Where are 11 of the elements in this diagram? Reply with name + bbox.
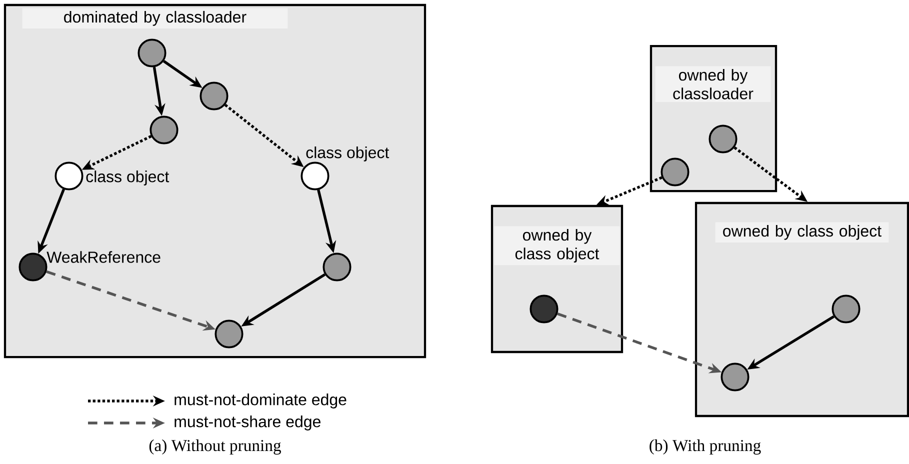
figure-caption: (b) With pruning <box>650 439 761 455</box>
legend-text: must-not-share edge <box>174 416 320 430</box>
node-label: class object <box>86 170 170 186</box>
node-label: WeakReference <box>46 251 160 263</box>
node-label: class object <box>306 146 390 162</box>
box-heading: owned by classloader <box>655 66 771 102</box>
box-heading: dominated by classloader <box>22 8 288 29</box>
figure-caption: (a) Without pruning <box>149 439 281 455</box>
box-heading: owned by class object <box>715 222 889 243</box>
box-heading: owned by class object <box>494 226 620 266</box>
legend-text: must-not-dominate edge <box>174 394 346 408</box>
